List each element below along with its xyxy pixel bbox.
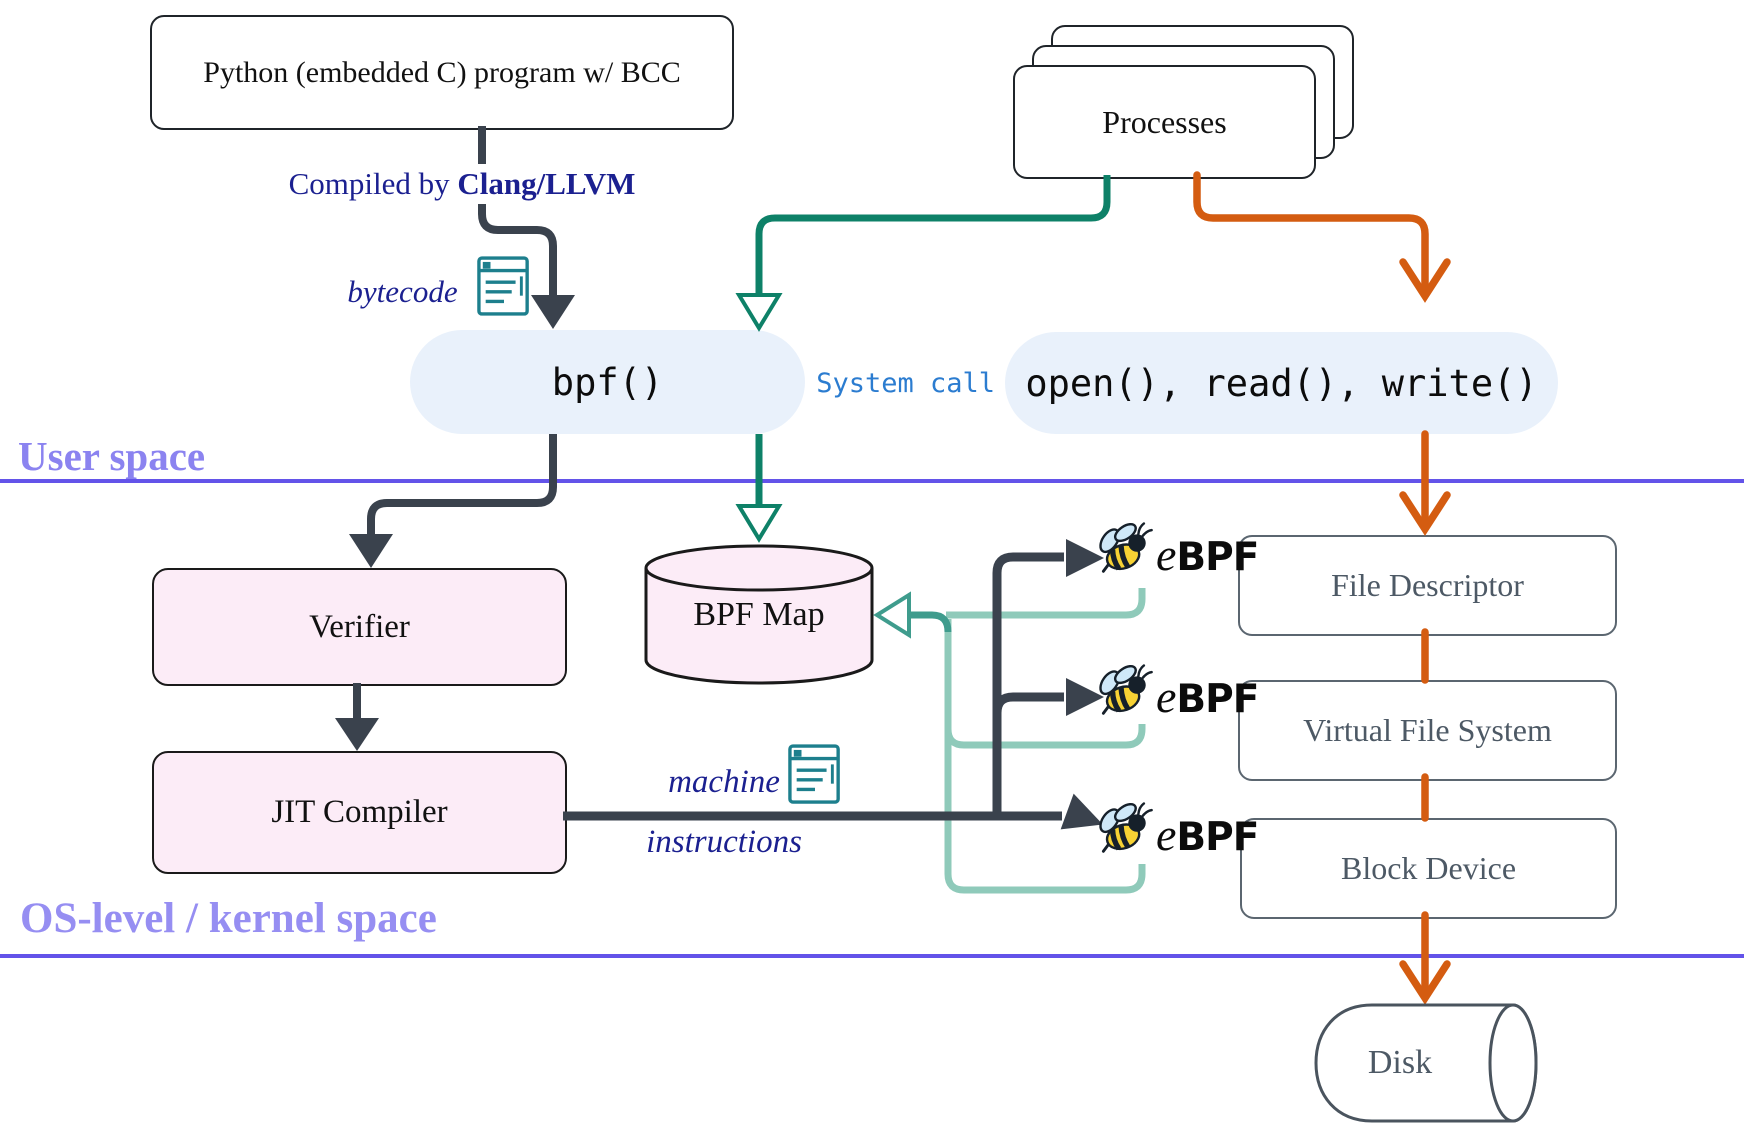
arrowhead-probe-blockdev [1060, 793, 1103, 830]
file-descriptor-label: File Descriptor [1331, 567, 1524, 603]
python-program-node: Python (embedded C) program w/ BCC [150, 15, 734, 130]
bpf-syscall-label: bpf() [551, 360, 664, 404]
ebpf-to-map-feedback-lines [944, 588, 1146, 894]
jit-compiler-node: JIT Compiler [152, 751, 567, 874]
bytecode-document-icon [477, 256, 529, 316]
arrowhead-processes-to-bpf [735, 293, 783, 332]
file-descriptor-node: File Descriptor [1238, 535, 1617, 636]
arrow-processes-to-bpf [755, 175, 1111, 294]
arrowhead-python-to-bpf [531, 295, 575, 329]
bee-icon [1091, 657, 1160, 717]
block-device-label: Block Device [1340, 850, 1517, 886]
compiled-by-label: Compiled by Clang/LLVM [282, 164, 642, 204]
io-syscalls-label: open(), read(), write() [1025, 361, 1538, 405]
processes-label: Processes [1102, 103, 1227, 140]
arrowhead-verifier-to-jit [335, 718, 379, 751]
arrow-bpf-to-verifier [367, 434, 557, 535]
machine-instructions-label-line1: machine [668, 764, 780, 800]
block-device-node: Block Device [1240, 818, 1617, 919]
bee-icon [1091, 795, 1160, 855]
processes-node: Processes [1013, 65, 1316, 179]
arrowhead-probe-vfs [1066, 678, 1104, 716]
arrowhead-bpf-to-verifier [349, 534, 393, 568]
bpf-syscall-node: bpf() [410, 330, 805, 434]
virtual-file-system-node: Virtual File System [1238, 680, 1617, 781]
machine-instructions-label-line2: instructions [646, 824, 802, 860]
kernel-space-label: OS-level / kernel space [20, 895, 437, 942]
verifier-node: Verifier [152, 568, 567, 686]
user-space-divider-line [0, 479, 1744, 483]
bpf-map-node: BPF Map [693, 596, 825, 633]
bee-icon [1091, 515, 1160, 575]
arrowhead-bpf-to-map [735, 504, 783, 543]
jit-compiler-label: JIT Compiler [271, 794, 448, 830]
verifier-label: Verifier [309, 608, 410, 645]
kernel-space-divider-line [0, 954, 1744, 958]
map-feedback-arrowhead [873, 591, 911, 639]
feedback-into-map-line [908, 611, 952, 633]
user-space-label: User space [18, 433, 206, 479]
disk-node: Disk [1367, 1044, 1433, 1081]
python-program-label: Python (embedded C) program w/ BCC [203, 55, 681, 89]
arrow-python-to-bpf [478, 126, 557, 296]
virtual-file-system-label: Virtual File System [1303, 712, 1552, 748]
io-syscalls-node: open(), read(), write() [1005, 332, 1558, 434]
bytecode-label: bytecode [347, 274, 458, 309]
compiler-name: Clang/LLVM [457, 166, 636, 201]
arrowhead-probe-fd [1066, 539, 1104, 577]
system-call-label: System call [816, 367, 995, 399]
